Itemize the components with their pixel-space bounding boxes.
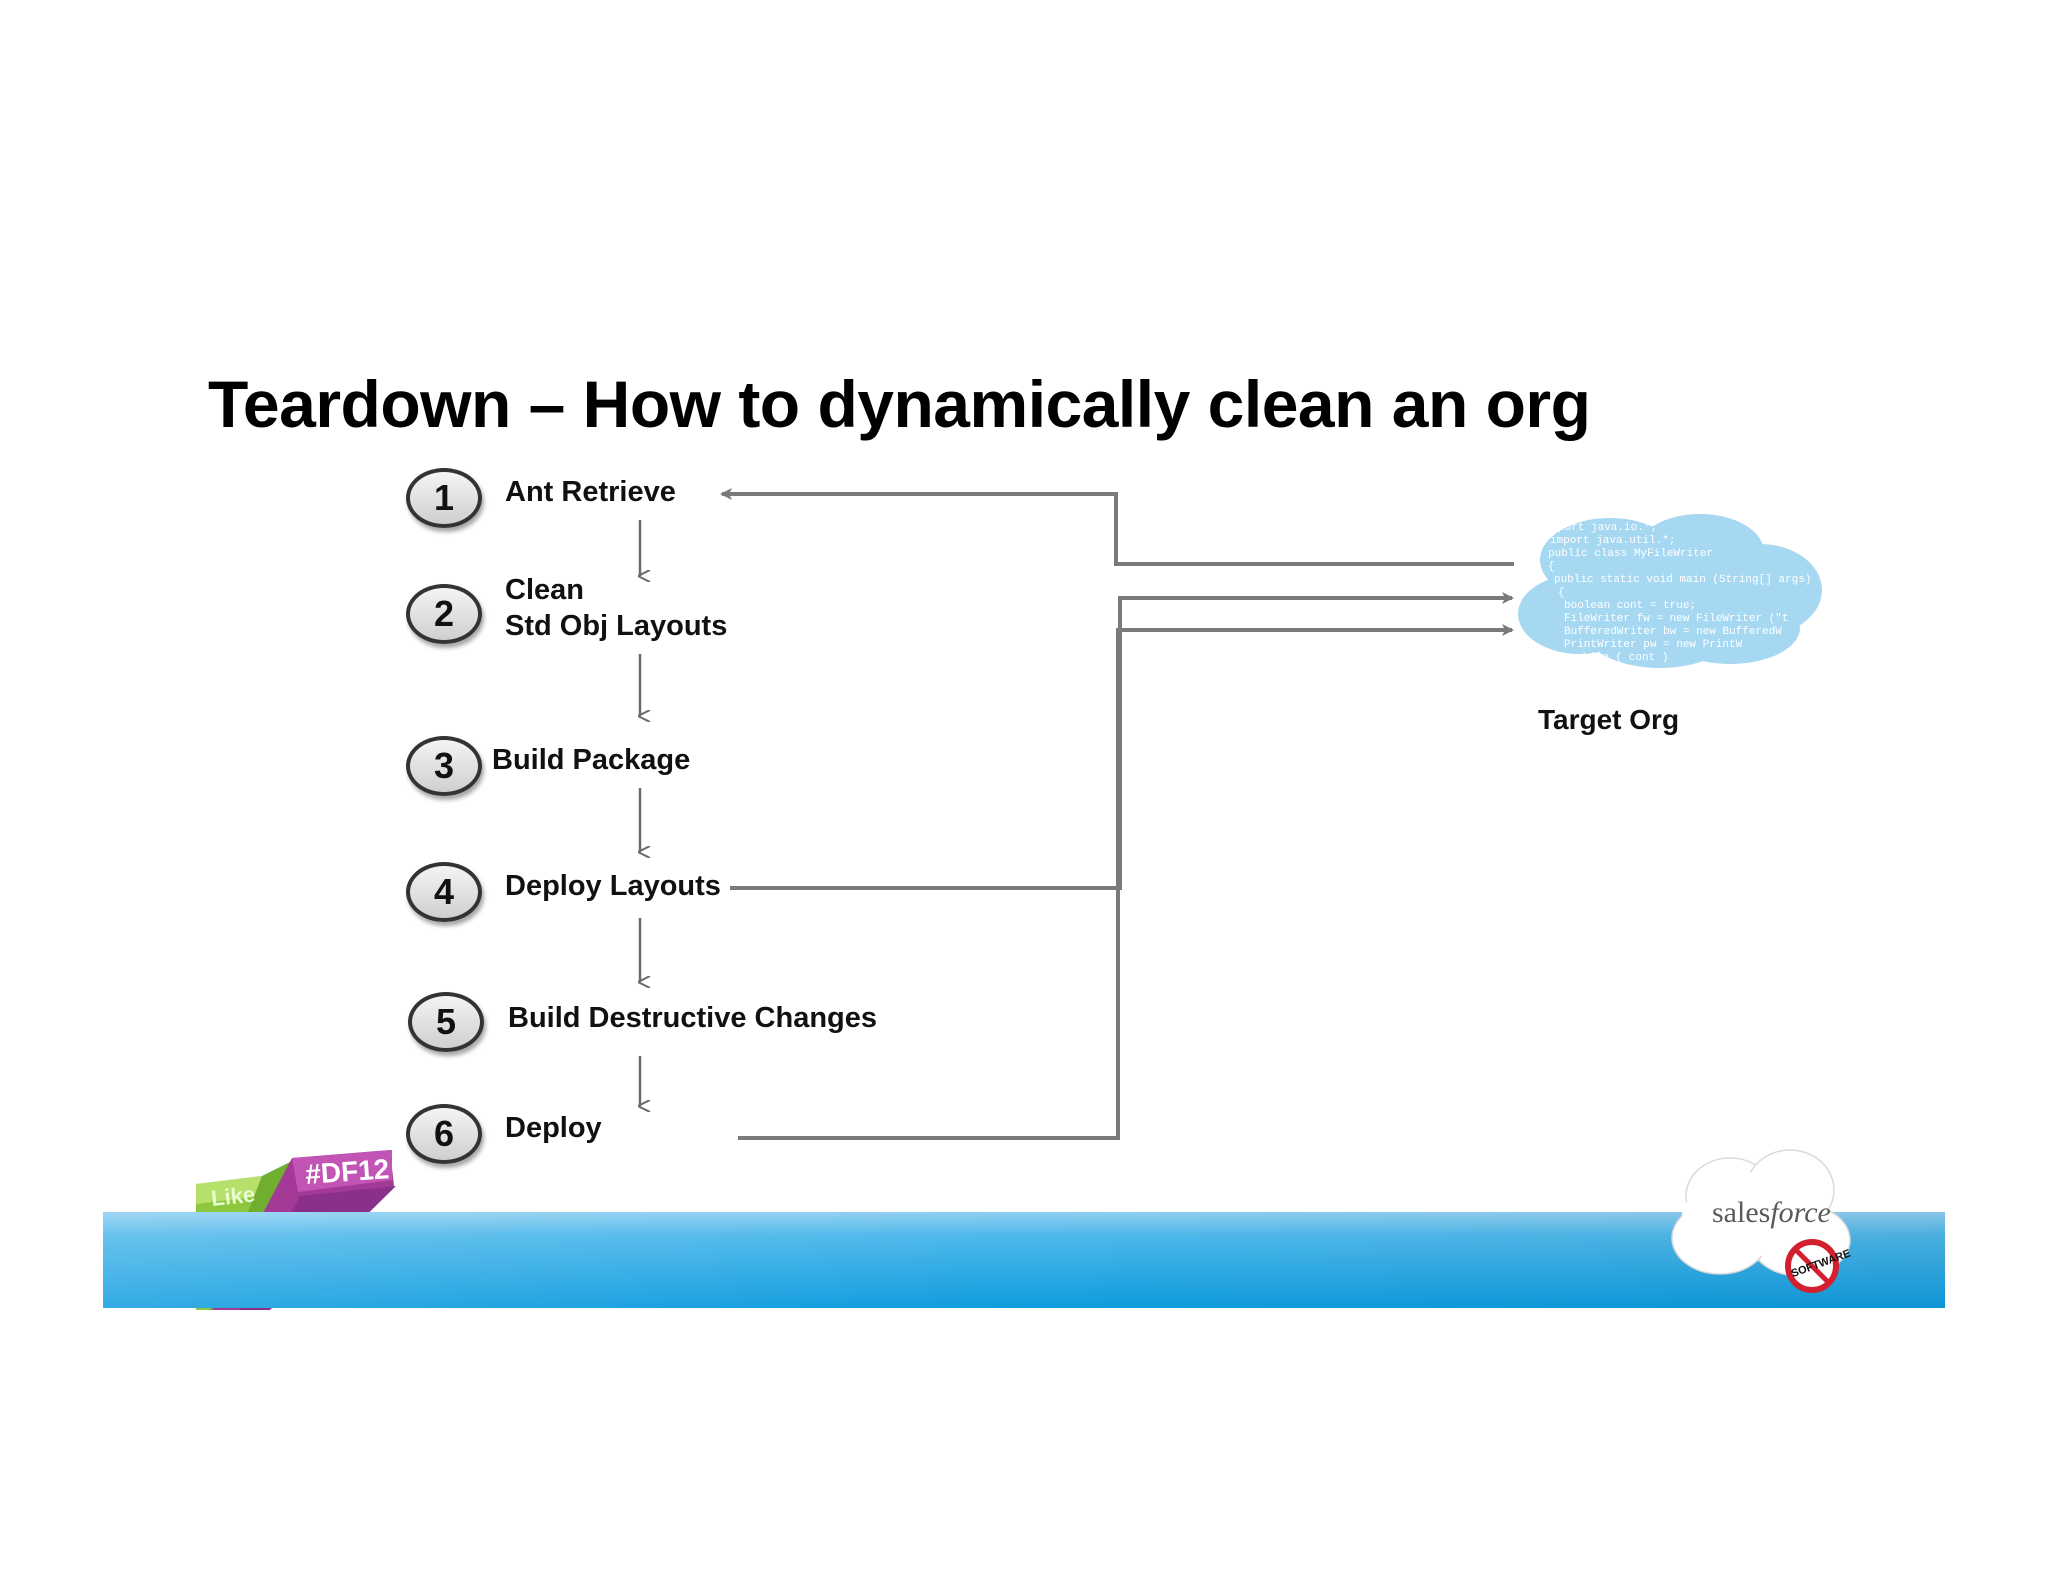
- cloud-code-line: public static void main (String[] args): [1554, 574, 1811, 586]
- step-2-label-line2: Std Obj Layouts: [505, 610, 728, 642]
- step-4-label: Deploy Layouts: [505, 870, 721, 902]
- slide-title: Teardown – How to dynamically clean an o…: [208, 367, 1591, 441]
- cloud-code-line: import java.util.*;: [1550, 535, 1675, 547]
- target-org-cloud-icon: [1518, 514, 1822, 668]
- cloud-code-line: port java.io.*;: [1558, 522, 1657, 534]
- target-org-label: Target Org: [1538, 704, 1680, 735]
- step-3-label: Build Package: [492, 744, 691, 776]
- step-2-badge: 2: [406, 584, 482, 644]
- step-6-badge: 6: [406, 1104, 482, 1164]
- like-text: Like: [210, 1182, 256, 1211]
- step-4-badge: 4: [406, 862, 482, 922]
- cloud-code-text: port java.io.*;import java.util.*;public…: [1548, 522, 1811, 664]
- cloud-code-line: while ( cont ): [1576, 652, 1668, 664]
- step-1-badge: 1: [406, 468, 482, 528]
- retrieve-connector: [720, 488, 1514, 566]
- cloud-code-line: public class MyFileWriter: [1548, 548, 1713, 560]
- step-2-label-line1: Clean: [505, 574, 584, 606]
- step-6-label: Deploy: [505, 1112, 602, 1144]
- cloud-code-line: {: [1558, 587, 1565, 599]
- deploy-connector: [738, 624, 1514, 1140]
- cloud-code-line: {: [1548, 561, 1555, 573]
- step-5-label: Build Destructive Changes: [508, 1002, 878, 1034]
- hashtag-text: #DF12: [304, 1153, 390, 1190]
- footer-banner-shade: [103, 1212, 1945, 1308]
- step-3-badge: 3: [406, 736, 482, 796]
- step-2-label: Clean Std Obj Layouts: [505, 572, 727, 644]
- cloud-code-line: PrintWriter pw = new PrintW: [1564, 639, 1743, 651]
- footer-banner: [103, 1212, 1945, 1308]
- step-5-badge: 5: [408, 992, 484, 1052]
- deploy-layouts-connector: [730, 592, 1514, 890]
- cloud-code-line: BufferedWriter bw = new BufferedW: [1564, 626, 1782, 638]
- step-1-label: Ant Retrieve: [505, 476, 676, 508]
- cloud-code-line: boolean cont = true;: [1564, 600, 1696, 612]
- cloud-code-line: FileWriter fw = new FileWriter ("t: [1564, 613, 1788, 625]
